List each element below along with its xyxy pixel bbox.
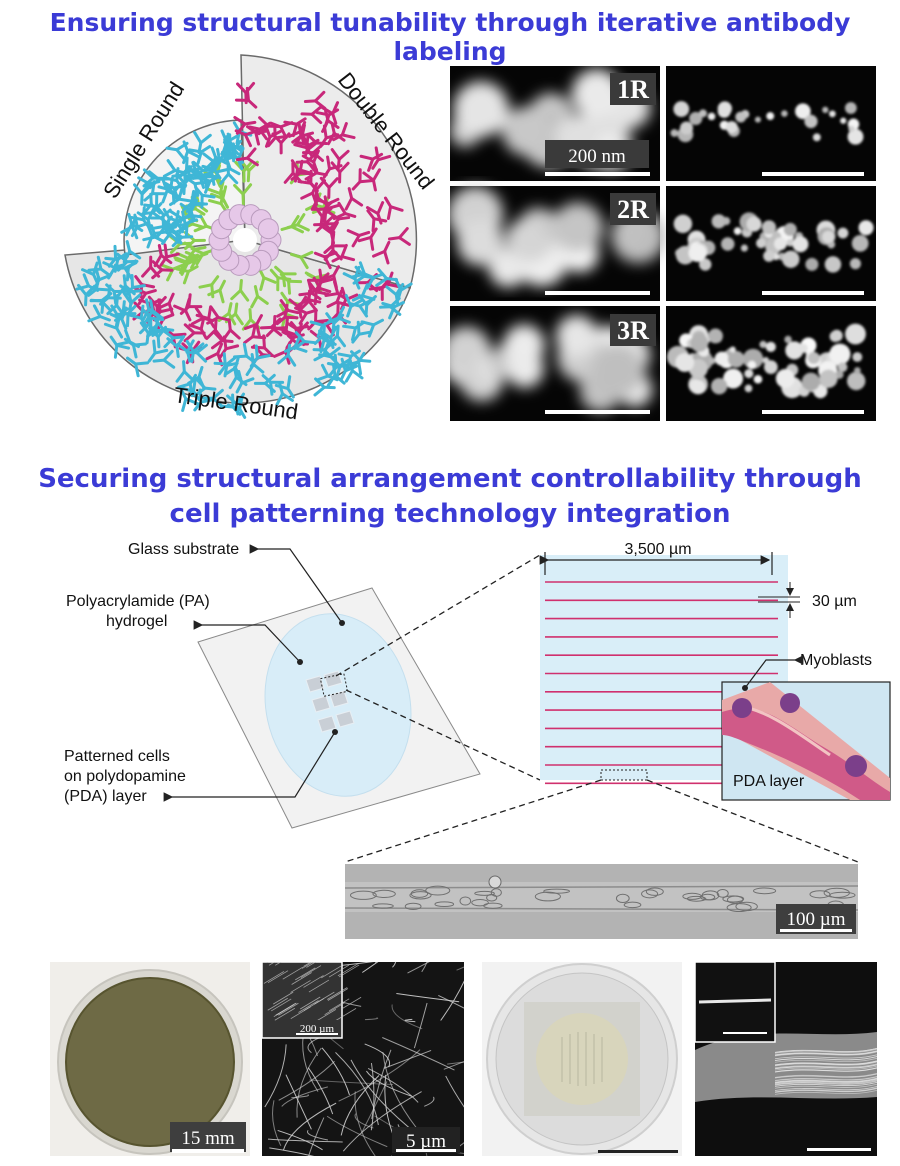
section2-title-line2: cell patterning technology integration [169,499,731,529]
fiber-inset-scale-label: 200 µm [300,1023,335,1035]
section2-title: Securing structural arrangement controll… [0,462,900,532]
scale-bar [762,410,864,414]
scale-bar [807,1148,871,1151]
antibody-round-diagram: Single Round Double Round Triple Round [64,54,435,424]
cells-label-line2: on polydopamine [64,768,186,785]
round-label-3r: 3R [617,316,649,345]
aligned-fiber-micrograph [695,962,877,1156]
myoblasts-label: Myoblasts [800,652,872,669]
zoom-box-small [319,673,349,697]
cell-patterning-diagram: Glass substrate Polyacrylamide (PA) hydr… [64,541,891,939]
dish-scale-label: 15 mm [181,1128,235,1149]
scale-bar [545,291,650,295]
sem-grid: 1R 2R 3R 200 nm [450,66,876,421]
cells-label-line3: (PDA) layer [64,788,147,805]
antibody-cluster [75,81,413,419]
sem-scale-label: 200 nm [568,146,626,167]
pda-layer-label: PDA layer [733,773,805,790]
scale-bar [762,172,864,176]
fiber-scale-label: 5 µm [406,1131,446,1152]
patterned-dish-photo [482,962,682,1156]
phase-micrograph: 100 µm [344,864,859,939]
pa-label-line1: Polyacrylamide (PA) [66,593,210,610]
width-label: 3,500 µm [624,541,691,558]
scale-bar [396,1149,456,1152]
collagen-dish-photo: 15 mm [50,962,250,1156]
section2-title-line1: Securing structural arrangement controll… [38,464,862,494]
center-ring [208,204,282,276]
round-label-2r: 2R [617,195,649,224]
scale-bar [598,1150,678,1153]
section1-title: Ensuring structural tunability through i… [49,8,851,66]
scale-bar [762,291,864,295]
micrograph-scale-label: 100 µm [787,909,846,930]
glass-substrate-label: Glass substrate [128,541,239,558]
fiber-micrograph: 200 µm 5 µm [262,962,464,1156]
scale-bar [172,1149,244,1153]
spacing-label: 30 µm [812,593,857,610]
scale-bar [545,172,650,176]
myoblast-inset: PDA layer [721,681,891,801]
round-label-1r: 1R [617,75,649,104]
scale-bar [545,410,650,414]
cells-label-line1: Patterned cells [64,748,170,765]
pa-label-line2: hydrogel [106,613,167,630]
scale-bar [780,929,852,932]
